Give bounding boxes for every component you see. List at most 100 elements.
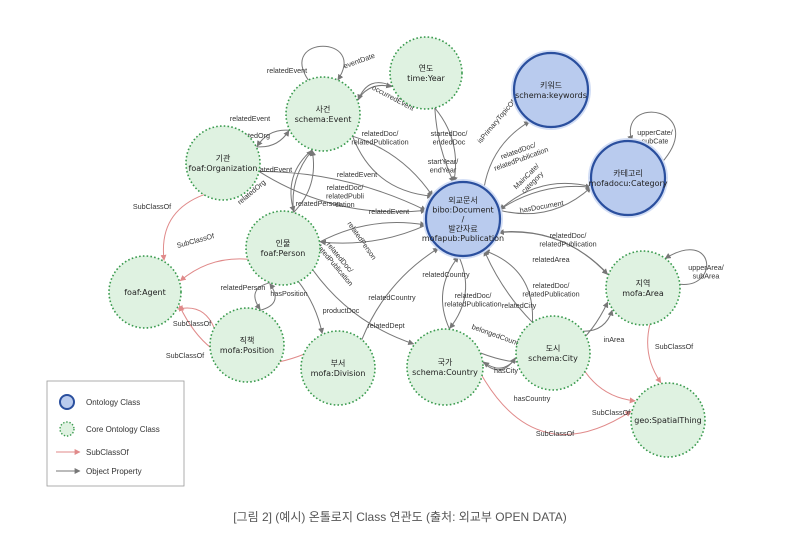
property-edge <box>582 309 614 332</box>
legend-label-ontology_class: Ontology Class <box>86 398 140 407</box>
subclass-edge <box>584 371 636 404</box>
property-edge <box>298 281 325 335</box>
edge-label: relatedCountry <box>422 270 470 279</box>
edge-label: SubClassOf <box>592 408 630 417</box>
edge-label: relatedDoc/relatedPublication <box>490 137 550 173</box>
property-edge <box>301 45 345 81</box>
edge-label: relatedEvent <box>252 165 292 174</box>
property-edge <box>627 111 677 164</box>
property-edge <box>289 149 313 213</box>
edge-label: SubClassOf <box>536 429 574 438</box>
property-edge <box>352 136 434 199</box>
property-edge <box>498 183 592 211</box>
edge-label: inArea <box>604 335 625 344</box>
edge-label: SubClassOf <box>133 202 171 211</box>
figure-caption: [그림 2] (예시) 온톨로지 Class 연관도 (출처: 외교부 OPEN… <box>233 510 567 524</box>
property-edge <box>259 283 276 311</box>
property-edge <box>312 269 415 346</box>
property-edge <box>498 186 592 215</box>
edge-label: SubClassOf <box>176 231 215 250</box>
edge-label: relatedPerson <box>296 199 341 208</box>
property-edge <box>352 135 434 197</box>
edge-label: hasCity <box>494 366 518 375</box>
edge-label: SubClassOf <box>655 342 693 351</box>
property-edge <box>258 170 427 211</box>
node-label: foaf:Agent <box>124 288 166 297</box>
edge-label: eventDate <box>342 51 376 71</box>
edge-label: relatedEvent <box>337 170 377 179</box>
edge-label: relatedDoc/relatedPublication <box>444 291 501 309</box>
edge-label: relatedDoc/relatedPublication <box>522 281 579 299</box>
edge-label: relatedCountry <box>368 293 416 302</box>
edge-label: relatedEvent <box>369 207 409 216</box>
property-edge <box>434 107 455 183</box>
property-edge <box>293 149 317 213</box>
property-edge <box>483 249 533 323</box>
edge-label: relatedArea <box>532 255 569 264</box>
subclass-edge <box>481 375 632 436</box>
edge-label: relatedPerson <box>221 283 266 292</box>
property-edge <box>434 107 458 183</box>
edge-label: relatedCity <box>502 301 537 310</box>
property-edge <box>483 120 531 189</box>
legend-label-object_property: Object Property <box>86 467 142 476</box>
edge-label: startYear/endYear <box>428 157 459 175</box>
property-edge <box>664 249 708 285</box>
property-edge <box>449 255 467 329</box>
edge-label: upperCate/subCate <box>637 128 673 146</box>
edge-label: SubClassOf <box>166 351 204 360</box>
legend-label-core_ontology_class: Core Ontology Class <box>86 425 160 434</box>
property-edge <box>319 221 427 243</box>
edge-label: relatedDept <box>367 321 404 330</box>
legend-ontology-marker <box>59 394 75 410</box>
property-edge <box>254 282 271 310</box>
subclass-edge <box>160 194 205 261</box>
edge-label: productDoc <box>323 306 360 315</box>
property-edge <box>256 129 290 147</box>
edge-label: hasPosition <box>270 289 307 298</box>
property-edge <box>483 249 533 323</box>
property-edge <box>258 170 427 214</box>
node-spatial[interactable]: geo:SpatialThing <box>630 382 706 458</box>
property-edge <box>319 224 427 246</box>
property-edge <box>482 357 516 371</box>
legend-core-marker <box>59 421 75 437</box>
edge-label: relatedDoc/relatedPublication <box>351 129 408 147</box>
node-label: geo:SpatialThing <box>634 416 701 425</box>
edge-label: isPrimaryTopicOf <box>475 98 517 145</box>
edge-label: upperArea/subArea <box>688 263 724 281</box>
property-edge <box>361 247 440 340</box>
property-edge <box>441 256 459 330</box>
edge-layer <box>160 45 708 436</box>
edge-label: MainCate/category <box>511 161 547 197</box>
edge-label: SubClassOf <box>173 319 211 328</box>
node-agent[interactable]: foaf:Agent <box>108 255 182 329</box>
